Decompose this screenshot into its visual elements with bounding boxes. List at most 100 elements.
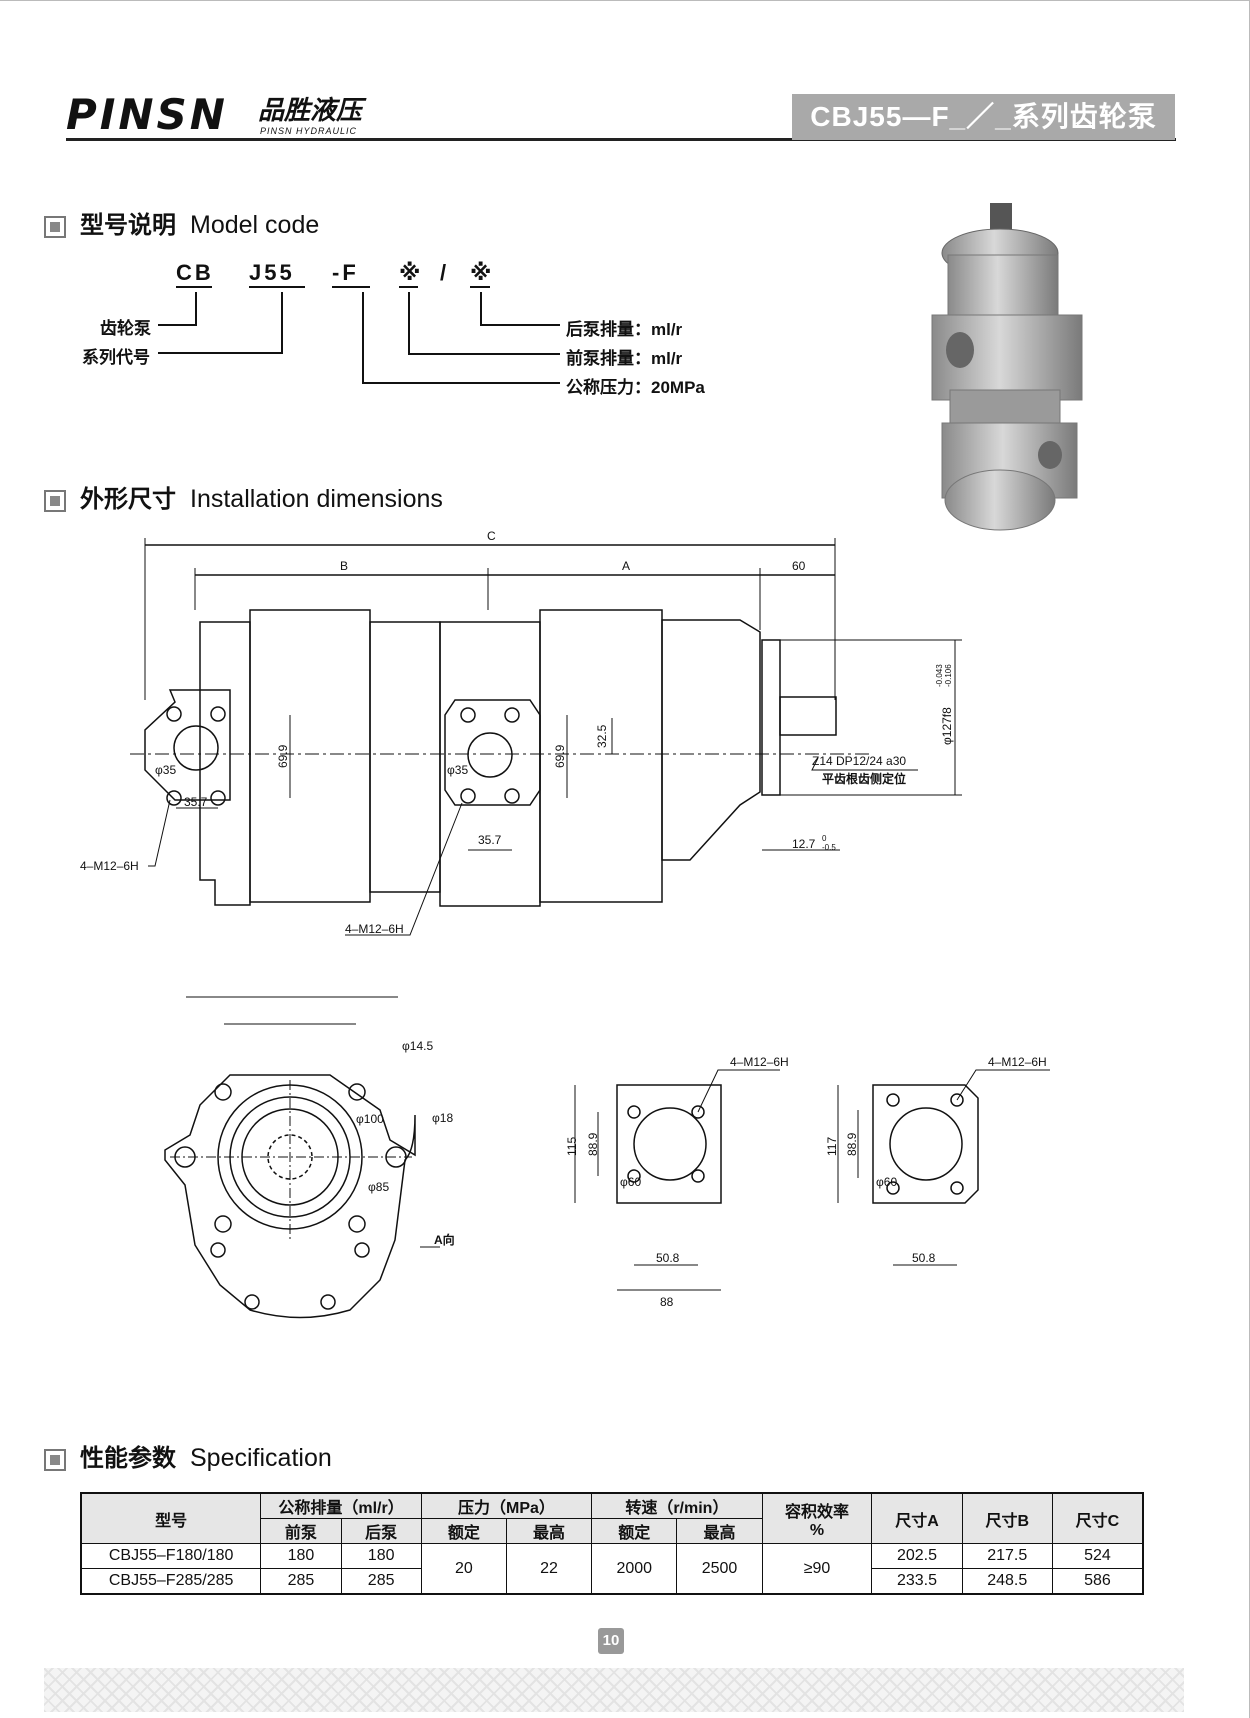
model-code-label: 齿轮泵: [100, 319, 151, 338]
section-heading-specification: 性能参数 Specification: [44, 1441, 332, 1475]
model-code-label: 前泵排量：ml/r: [566, 349, 683, 368]
side-view-drawing: C B A 60 φ35 35.7 φ35 35.7 4–M12–6H 4–M1…: [80, 529, 962, 936]
dim-label-60: 60: [792, 559, 806, 573]
footer-pattern-band: [44, 1668, 1184, 1712]
col-header-efficiency: 容积效率%: [761, 1492, 873, 1544]
cell-dim-b: 248.5: [961, 1568, 1053, 1595]
col-header-front: 前泵: [260, 1518, 342, 1544]
cell-front: 180: [260, 1543, 342, 1569]
cell-dim-a: 233.5: [871, 1568, 963, 1595]
front-and-port-views: φ14.5 φ18 φ100 φ85 A向 4–M12–6H φ60 50.8 …: [164, 996, 1050, 1319]
col-header-dim-b: 尺寸B: [961, 1492, 1053, 1544]
cell-model: CBJ55–F285/285: [80, 1568, 262, 1595]
dim-label: 69.9: [553, 744, 567, 768]
dim-label: 88.9: [586, 1132, 600, 1156]
dim-label: φ18: [432, 1111, 453, 1125]
dim-label: φ35: [155, 763, 176, 777]
dim-label: 117: [825, 1137, 839, 1156]
spline-callout: Z14 DP12/24 a30: [812, 754, 906, 768]
dim-tolerance: 0: [822, 834, 827, 843]
dim-label: 69.9: [276, 744, 290, 768]
table-row: CBJ55–F285/285 285 285 233.5 248.5 586: [80, 1568, 1144, 1595]
spline-note: 平齿根齿侧定位: [822, 771, 906, 786]
brand-logo-english: PINSN HYDRAULIC: [260, 126, 358, 136]
col-header-pressure-rated: 额定: [420, 1518, 507, 1544]
cell-dim-c: 586: [1051, 1568, 1144, 1595]
col-header-displacement: 公称排量（ml/r）: [260, 1492, 422, 1519]
dim-tolerance: -0.043: [935, 664, 944, 687]
brand-logo: PINSN: [66, 90, 228, 139]
model-code-leader-lines: [158, 286, 560, 384]
dim-label: 88: [660, 1295, 674, 1309]
thread-callout: 4–M12–6H: [730, 1055, 789, 1069]
view-direction-label: A向: [434, 1232, 455, 1247]
col-header-speed-rated: 额定: [591, 1518, 678, 1544]
col-header-rear: 后泵: [340, 1518, 422, 1544]
section-heading-cn: 型号说明: [80, 212, 176, 239]
section-square-icon: [44, 215, 66, 238]
section-heading-installation: 外形尺寸 Installation dimensions: [44, 482, 443, 516]
page-title: CBJ55—F_／_系列齿轮泵: [792, 94, 1175, 140]
cell-efficiency: ≥90: [761, 1543, 873, 1595]
efficiency-unit: %: [809, 1521, 825, 1539]
cell-rear: 285: [340, 1568, 422, 1595]
cell-dim-c: 524: [1051, 1543, 1144, 1569]
dim-label: 35.7: [184, 795, 208, 809]
col-header-speed-max: 最高: [676, 1518, 763, 1544]
cell-speed-rated: 2000: [591, 1543, 678, 1595]
dim-label: 50.8: [656, 1251, 680, 1265]
table-row: CBJ55–F180/180 180 180 20 22 2000 2500 ≥…: [80, 1543, 1144, 1595]
dim-label: 88.9: [845, 1132, 859, 1156]
model-code-label: 后泵排量：ml/r: [566, 320, 683, 339]
dim-label: 35.7: [478, 833, 502, 847]
cell-rear: 180: [340, 1543, 422, 1569]
dim-label: 32.5: [595, 724, 609, 748]
cell-dim-a: 202.5: [871, 1543, 963, 1569]
col-header-speed: 转速（r/min）: [591, 1492, 763, 1519]
model-code-label: 系列代号: [82, 348, 150, 367]
thread-callout: 4–M12–6H: [988, 1055, 1047, 1069]
dim-label: φ100: [356, 1112, 384, 1126]
dim-label-a: A: [622, 559, 630, 573]
dim-label: φ127f8: [940, 707, 954, 745]
model-code-part: J55: [249, 260, 295, 285]
dim-tolerance: -0.106: [944, 664, 953, 687]
dim-label: φ60: [876, 1175, 897, 1189]
dim-label: φ35: [447, 763, 468, 777]
cell-speed-max: 2500: [676, 1543, 763, 1595]
specification-table: 型号 公称排量（ml/r） 压力（MPa） 转速（r/min） 容积效率% 尺寸…: [80, 1492, 1144, 1595]
model-code-part: ※: [470, 260, 495, 285]
model-code-part: -F: [332, 260, 359, 285]
dim-label: 115: [565, 1137, 579, 1156]
section-square-icon: [44, 489, 66, 512]
efficiency-label: 容积效率: [785, 1503, 850, 1521]
thread-callout: 4–M12–6H: [80, 859, 139, 873]
col-header-pressure-max: 最高: [505, 1518, 593, 1544]
thread-callout: 4–M12–6H: [345, 922, 404, 936]
section-heading-cn: 性能参数: [80, 1445, 176, 1472]
cell-dim-b: 217.5: [961, 1543, 1053, 1569]
page-border-top: [0, 0, 1250, 1]
section-heading-en: Specification: [190, 1444, 332, 1472]
dim-label: φ14.5: [402, 1039, 433, 1053]
dim-label: φ85: [368, 1180, 389, 1194]
col-header-model: 型号: [80, 1492, 262, 1544]
cell-pressure-max: 22: [505, 1543, 593, 1595]
col-header-dim-a: 尺寸A: [871, 1492, 963, 1544]
col-header-dim-c: 尺寸C: [1051, 1492, 1144, 1544]
cell-model: CBJ55–F180/180: [80, 1543, 262, 1569]
dim-label-b: B: [340, 559, 348, 573]
cell-pressure-rated: 20: [420, 1543, 507, 1595]
dim-label: 12.7: [792, 837, 816, 851]
section-square-icon: [44, 1448, 66, 1471]
model-code-label: 公称压力：20MPa: [566, 378, 705, 397]
section-heading-en: Installation dimensions: [190, 485, 443, 513]
dim-label: 50.8: [912, 1251, 936, 1265]
model-code-part: CB: [176, 260, 214, 285]
dim-label: φ60: [620, 1175, 641, 1189]
page-number: 10: [598, 1628, 624, 1654]
section-heading-cn: 外形尺寸: [80, 486, 176, 513]
model-code-part: /: [440, 260, 450, 285]
model-code-part: ※: [399, 260, 424, 285]
